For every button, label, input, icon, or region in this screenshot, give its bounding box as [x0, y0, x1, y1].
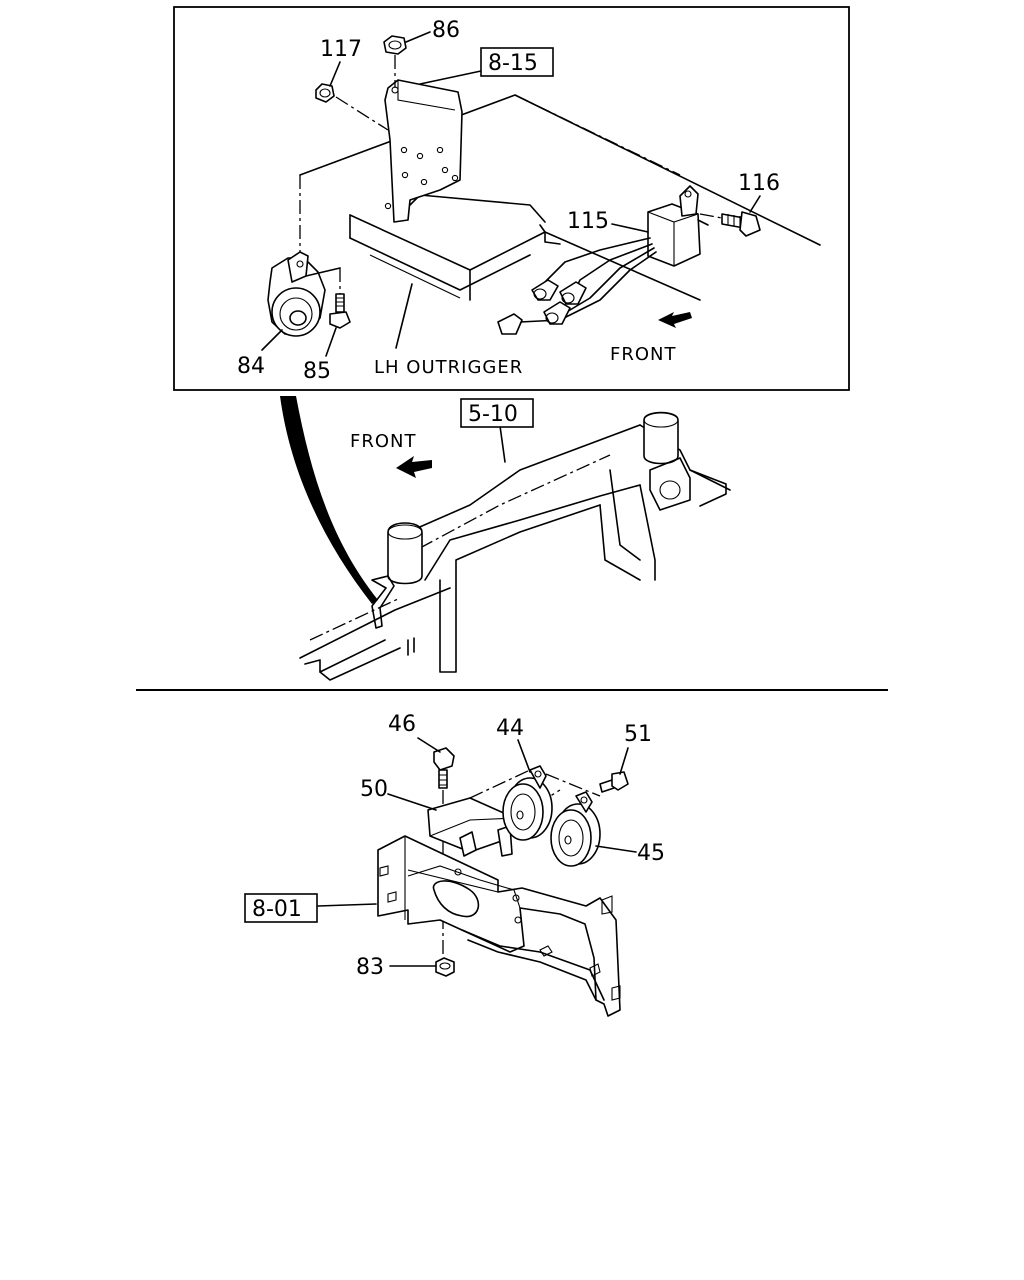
ref-8-15-text: 8-15 [488, 51, 538, 76]
leader-117 [329, 61, 341, 87]
ref-box-5-10[interactable] [460, 398, 534, 428]
leader-5-10 [499, 425, 506, 463]
callout-86: 86 [432, 18, 460, 43]
leader-outrigger [395, 283, 413, 349]
lower-view: 46 44 51 50 45 8-01 83 [244, 712, 665, 1017]
connector-icon [559, 281, 587, 305]
detail-frame [173, 6, 850, 391]
lh-outrigger [299, 94, 821, 301]
front-label-frame: FRONT [350, 431, 417, 452]
leader-44 [517, 739, 531, 773]
nut-icon [435, 957, 455, 977]
leader-51 [619, 747, 629, 775]
callout-51: 51 [624, 722, 652, 747]
upper-detail-view: 117 86 8-15 116 115 84 85 LH OUTRIGGER F… [173, 6, 850, 391]
callout-46: 46 [388, 712, 416, 737]
nut-icon [315, 83, 389, 131]
front-arrow-icon [396, 456, 432, 478]
nut-icon [383, 35, 407, 88]
leader-86 [405, 31, 431, 43]
ref-8-01-text: 8-01 [252, 897, 302, 922]
bolt-icon [699, 211, 761, 237]
connector-icon [531, 279, 559, 301]
wiring-harness [497, 237, 657, 335]
callout-50: 50 [360, 777, 388, 802]
ref-5-10-text: 5-10 [468, 402, 518, 427]
leader-84 [261, 329, 283, 351]
crossmember-8-01 [377, 835, 621, 1017]
leader-8-01 [317, 903, 377, 907]
bolt-icon [329, 268, 351, 329]
right-mount [643, 411, 727, 511]
horn-bracket-50 [427, 769, 601, 857]
callout-115: 115 [567, 209, 609, 234]
callout-84: 84 [237, 354, 265, 379]
leader-116 [749, 195, 761, 213]
callout-116: 116 [738, 171, 780, 196]
lh-outrigger-label: LH OUTRIGGER [374, 357, 523, 378]
front-label-upper: FRONT [610, 344, 677, 365]
horn-icon [267, 251, 341, 337]
leader-46 [417, 737, 441, 753]
bolt-icon [599, 771, 629, 793]
leader-85 [325, 327, 337, 357]
connector-icon [543, 301, 571, 325]
callout-117: 117 [320, 37, 362, 62]
callout-45: 45 [637, 841, 665, 866]
callout-83: 83 [356, 955, 384, 980]
frame-view: 5-10 FRONT [299, 398, 731, 681]
leader-50 [387, 793, 437, 811]
horn-icon [502, 765, 553, 841]
ref-box-8-01[interactable] [244, 893, 318, 923]
horn-icon [550, 791, 601, 867]
leader-45 [595, 845, 637, 853]
callout-85: 85 [303, 359, 331, 384]
callout-44: 44 [496, 716, 524, 741]
leader-8-15 [419, 70, 482, 85]
detail-pointer [280, 396, 378, 604]
relay-115 [647, 185, 709, 267]
leader-115 [611, 223, 649, 233]
left-mount [387, 522, 423, 585]
connector-icon [497, 313, 523, 335]
front-arrow-icon [658, 312, 692, 328]
horn-bracket-8-15 [384, 79, 463, 223]
ref-box-8-15[interactable] [480, 47, 554, 77]
